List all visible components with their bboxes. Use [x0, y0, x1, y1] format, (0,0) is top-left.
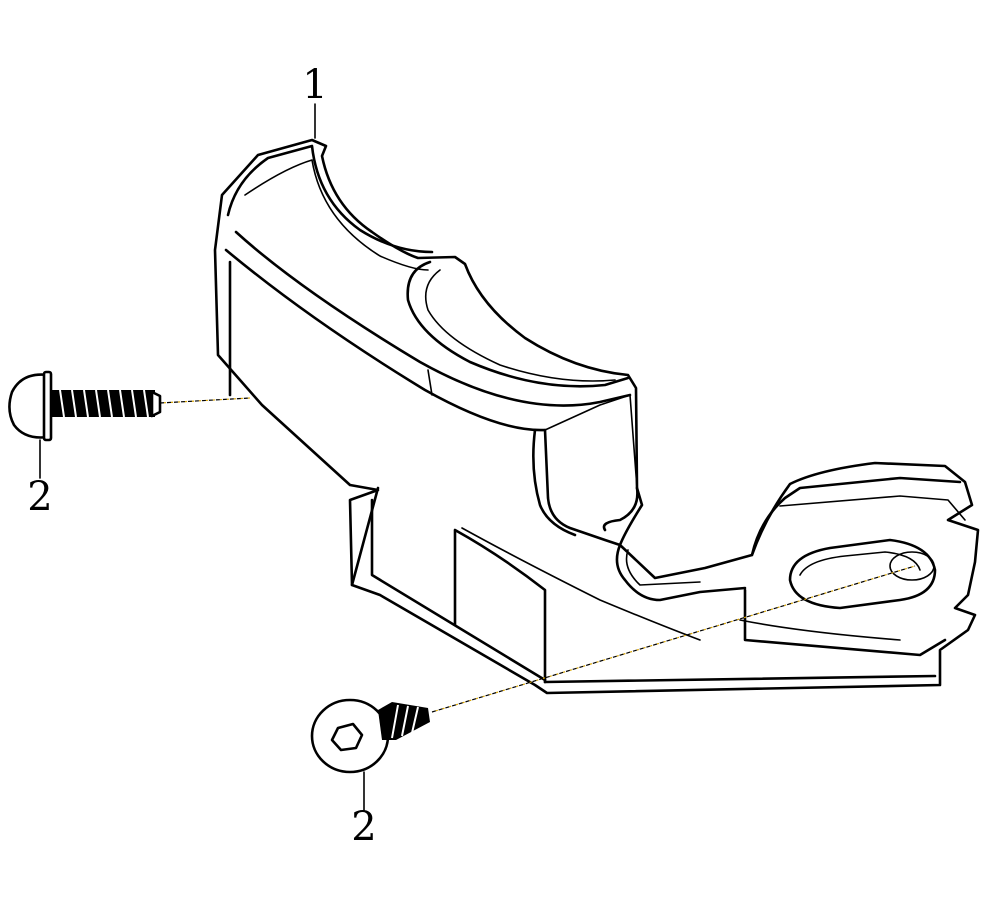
callout-2-side: 2 [27, 474, 52, 520]
cover-part [213, 138, 980, 695]
cover-rim-inner [226, 144, 434, 254]
cover-chin [453, 528, 547, 684]
cover-cutout [406, 260, 630, 388]
cover-rim-edge [234, 230, 632, 407]
screw-front-head [310, 698, 390, 774]
axis-front-screw [431, 565, 916, 713]
screw-front-thread-lines [391, 704, 419, 739]
cover-base-line [543, 674, 937, 684]
mount-tab-hook [615, 543, 747, 602]
mount-tab-outline [750, 476, 962, 557]
callout-1: 1 [302, 62, 327, 108]
cover-lower-panel [350, 486, 380, 587]
screw-side-flange [42, 370, 53, 442]
cover-outline [213, 138, 980, 695]
mount-tab-slot [788, 538, 937, 610]
cover-rim-line [244, 159, 429, 271]
screw-side-tip [150, 390, 162, 418]
cover-step-side [532, 428, 577, 537]
cover-step [543, 428, 622, 547]
mount-tab-slot-inner [799, 551, 921, 576]
callout-2-front: 2 [351, 804, 376, 850]
mount-tab-hook-inner [625, 549, 701, 586]
mount-tab-front [743, 588, 947, 657]
axis-side-screw [159, 397, 251, 404]
screw-side-part [8, 370, 162, 442]
hex-socket-icon [330, 722, 364, 752]
cover-lower-face [370, 498, 547, 682]
mount-tab-ledge [739, 619, 901, 641]
cover-step-top [544, 394, 638, 489]
mount-hole [889, 551, 935, 581]
screw-side-head [8, 373, 50, 439]
axis-side-screw-hl [159, 397, 251, 404]
screw-side-thread-lines [59, 389, 149, 418]
mount-tab-top [779, 495, 966, 521]
cover-notch [602, 486, 639, 532]
screw-front-part [310, 698, 430, 774]
cover-rim-lower [224, 248, 547, 432]
cover-chin-line [461, 527, 701, 641]
cover-face-crease [427, 369, 433, 396]
cover-cutout-inner [424, 269, 616, 382]
screw-side-thread [51, 390, 155, 417]
